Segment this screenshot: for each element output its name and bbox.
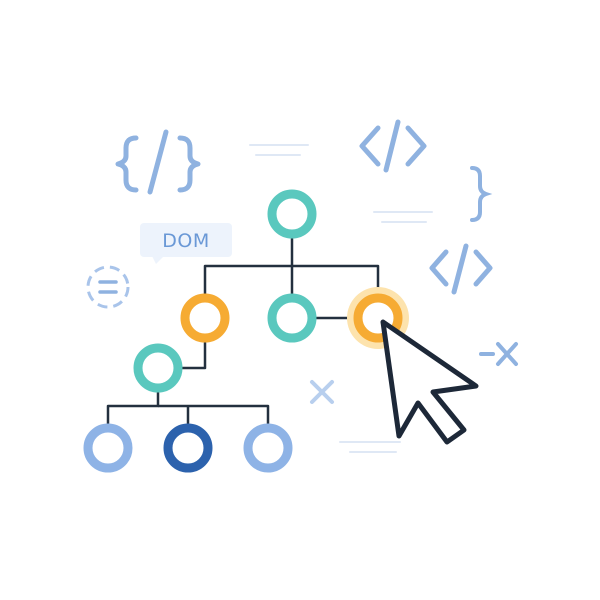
minus-x-icon bbox=[479, 342, 518, 366]
times-icon bbox=[310, 380, 334, 404]
decorative-dashes bbox=[249, 144, 433, 453]
leaf-node bbox=[243, 423, 293, 473]
leaf-node bbox=[83, 423, 133, 473]
teal-node bbox=[267, 293, 317, 343]
code-tag-icon bbox=[429, 243, 493, 295]
leaf-node-active bbox=[163, 423, 213, 473]
tree-nodes bbox=[83, 189, 409, 473]
teal-node bbox=[133, 343, 183, 393]
tree-connectors bbox=[106, 236, 380, 426]
cursor-arrow-icon bbox=[380, 319, 479, 445]
equals-icon bbox=[86, 265, 130, 309]
root-node bbox=[267, 189, 317, 239]
code-tag-icon bbox=[359, 119, 427, 173]
dom-label-text: DOM bbox=[162, 230, 209, 252]
orange-node bbox=[180, 293, 230, 343]
brace-icon bbox=[470, 166, 493, 222]
dom-label-badge: DOM bbox=[140, 223, 232, 264]
code-braces-icon bbox=[115, 129, 201, 195]
